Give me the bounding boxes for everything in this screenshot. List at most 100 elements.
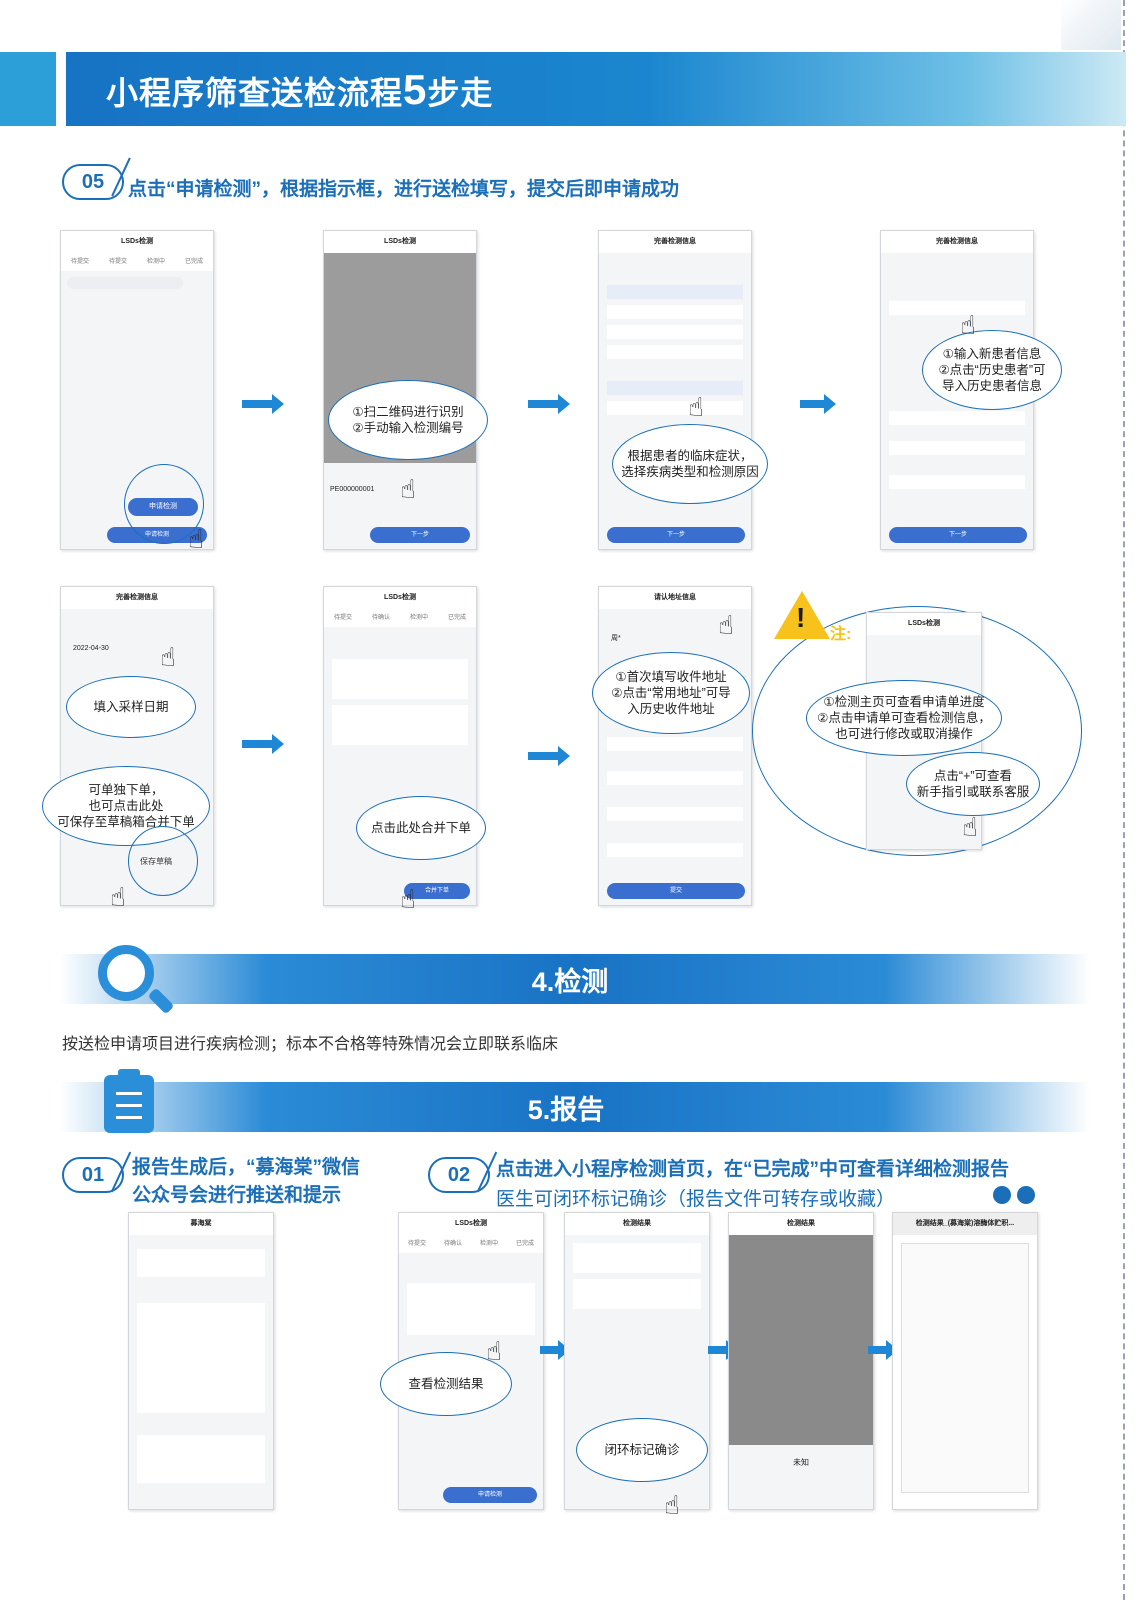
flow-arrow <box>800 394 836 414</box>
apply-button: 申请检测 <box>443 1487 537 1503</box>
next-button: 下一步 <box>607 527 745 543</box>
step-05-text: 点击“申请检测”，根据指示框，进行送检填写，提交后即申请成功 <box>128 179 680 200</box>
address-row <box>607 807 743 821</box>
pointer-hand-icon: ☝ <box>188 524 204 554</box>
step-badge-01: 01 <box>62 1157 124 1193</box>
option-row <box>607 305 743 319</box>
flow-arrow <box>242 394 284 414</box>
clipboard-line <box>116 1104 142 1107</box>
share-icon <box>993 1186 1011 1204</box>
next-button: 下一步 <box>889 527 1027 543</box>
title-number: 5 <box>403 66 428 113</box>
phone-title: 请认地址信息 <box>599 587 751 609</box>
option-row <box>607 401 743 415</box>
flow-arrow <box>868 1340 898 1360</box>
warning-mark: ! <box>796 602 806 633</box>
option-row <box>607 325 743 339</box>
clipboard-line <box>116 1092 142 1095</box>
phone-screen-7: 请认地址信息 周* 提交 <box>598 586 752 906</box>
report-02-line2: 医生可闭环标记确诊（报告文件可转存或收藏） <box>496 1189 896 1210</box>
flow-arrow <box>708 1340 738 1360</box>
result-row <box>573 1279 701 1309</box>
form-row <box>889 441 1025 455</box>
section-5-bar <box>60 1082 1090 1132</box>
phone-report-5: 检测结果_(募海棠)溶酶体贮积... <box>892 1212 1038 1510</box>
phone-title: LSDs检测 <box>324 231 476 253</box>
favorite-icon <box>1017 1186 1035 1204</box>
form-row <box>889 411 1025 425</box>
pointer-hand-icon: ☝ <box>960 310 976 340</box>
pointer-hand-icon: ☝ <box>400 884 416 914</box>
phone-overlay <box>729 1235 873 1445</box>
zoom-apply-button: 申请检测 <box>128 498 198 516</box>
pointer-hand-icon: ☝ <box>160 642 176 672</box>
step-badge-05: 05 <box>62 164 124 200</box>
top-right-decoration <box>1061 0 1121 50</box>
bubble-patient: ①输入新患者信息 ②点击“历史患者”可 导入历史患者信息 <box>922 330 1062 410</box>
phone-title: 募海棠 <box>129 1213 273 1235</box>
pointer-hand-icon: ☝ <box>962 812 978 842</box>
dashed-edge <box>1123 0 1125 1600</box>
message-card <box>137 1435 265 1483</box>
section-4-bar <box>60 954 1090 1004</box>
report-document <box>901 1243 1029 1493</box>
phone-title: 完善检测信息 <box>881 231 1033 253</box>
result-row <box>573 1243 701 1273</box>
option-row <box>607 285 743 299</box>
zoom-circle <box>128 826 198 896</box>
sample-date: 2022-04-30 <box>73 645 109 652</box>
pointer-hand-icon: ☝ <box>110 882 126 912</box>
bubble-date: 填入采样日期 <box>66 676 196 738</box>
phone-title: LSDs检测 <box>324 587 476 609</box>
flow-arrow <box>540 1340 570 1360</box>
bubble-address: ①首次填写收件地址 ②点击“常用地址”可导 入历史收件地址 <box>592 652 750 734</box>
form-row <box>889 301 1025 315</box>
receiver-name: 周* <box>611 635 621 642</box>
phone-title: 检测结果 <box>565 1213 709 1235</box>
pointer-hand-icon: ☝ <box>688 392 704 422</box>
report-01-line2: 公众号会进行推送和提示 <box>132 1185 342 1206</box>
order-row <box>332 659 468 699</box>
flow-arrow <box>242 734 284 754</box>
flow-arrow <box>528 394 570 414</box>
clipboard-line <box>116 1116 142 1119</box>
phone-title: LSDs检测 <box>867 613 981 635</box>
magnifier-icon <box>98 945 154 1001</box>
address-row <box>607 737 743 751</box>
pointer-hand-icon: ☝ <box>400 474 416 504</box>
zoom-circle <box>124 464 204 544</box>
address-row <box>607 771 743 785</box>
phone-report-4: 检测结果 未知 <box>728 1212 874 1510</box>
phone-tabs: 待提交待提交检测中已完成 <box>61 253 213 271</box>
report-02-line1: 点击进入小程序检测首页，在“已完成”中可查看详细检测报告 <box>496 1159 1010 1180</box>
merge-button: 合并下单 <box>404 883 470 899</box>
form-row <box>889 475 1025 489</box>
next-button: 下一步 <box>370 527 470 543</box>
message-card <box>137 1303 265 1413</box>
search-input <box>67 277 183 289</box>
phone-title: 检测结果 <box>729 1213 873 1235</box>
warning-icon <box>774 591 830 639</box>
section-5-title: 5.报告 <box>527 1095 605 1125</box>
flow-arrow <box>528 746 570 766</box>
option-row <box>607 381 743 395</box>
page-title: 小程序筛查送检流程5步走 <box>106 66 493 114</box>
zoom-save-draft: 保存草稿 <box>140 857 172 866</box>
section-4-desc: 按送检申请项目进行疾病检测；标本不合格等特殊情况会立即联系临床 <box>62 1036 559 1053</box>
section-4-title: 4.检测 <box>531 967 609 997</box>
phone-title: 完善检测信息 <box>61 587 213 609</box>
order-row <box>332 705 468 745</box>
bubble-view-result: 查看检测结果 <box>380 1352 512 1416</box>
submit-button: 提交 <box>607 883 745 899</box>
phone-tabs: 待提交待确认检测中已完成 <box>324 609 476 627</box>
title-prefix: 小程序筛查送检流程 <box>106 75 404 111</box>
phone-title: 完善检测信息 <box>599 231 751 253</box>
option-row <box>607 345 743 359</box>
code-input: PE000000001 <box>330 486 375 493</box>
phone-title: LSDs检测 <box>399 1213 543 1235</box>
pointer-hand-icon: ☝ <box>664 1490 680 1520</box>
phone-title: LSDs检测 <box>61 231 213 253</box>
phone-report-1: 募海棠 <box>128 1212 274 1510</box>
bubble-symptom: 根据患者的临床症状， 选择疾病类型和检测原因 <box>612 424 768 504</box>
message-card <box>137 1249 265 1277</box>
